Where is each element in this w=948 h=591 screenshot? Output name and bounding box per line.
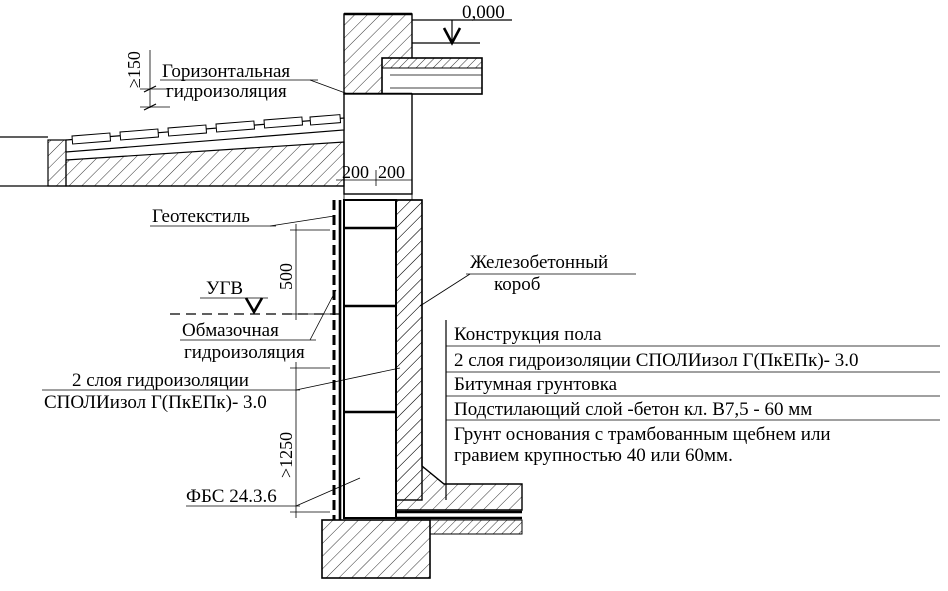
rc-box-label-1: Железобетонный [470,252,608,273]
coating-label-1: Обмазочная [182,320,279,341]
floor-layer-5: Грунт основания с трамбованным щебнем ил… [454,424,831,445]
floor-layer-6: гравием крупностью 40 или 60мм. [454,445,733,466]
dim-1250-label: >1250 [276,432,296,478]
rc-box-label-2: короб [494,274,540,295]
coating-label-2: гидроизоляция [184,342,305,363]
horizontal-waterproofing-label-1: Горизонтальная [162,61,290,82]
rc-box-callout: Железобетонный короб [419,252,636,307]
elevation-label: 0,000 [462,2,505,23]
fbs-callout: ФБС 24.3.6 [186,477,361,507]
horizontal-waterproofing-label-2: гидроизоляция [166,81,287,102]
horizontal-waterproofing-callout: Горизонтальная гидроизоляция [160,61,349,102]
dim-200-200: 200 200 [336,162,413,200]
floor-layer-1: Конструкция пола [454,324,602,345]
fbs-wall [343,199,397,519]
geotextile-label: Геотекстиль [152,206,250,227]
dim-200-b-label: 200 [378,162,405,182]
sponge-callout: 2 слоя гидроизоляции СПОЛИизол Г(ПкЕПк)-… [42,367,401,413]
floor-layers-callout: Конструкция пола 2 слоя гидроизоляции СП… [445,320,940,500]
floor-layer-2: 2 слоя гидроизоляции СПОЛИизол Г(ПкЕПк)-… [454,350,859,371]
geotextile-callout: Геотекстиль [150,206,335,227]
dim-150-label: ≥150 [124,51,144,88]
elevation-mark: 0,000 [412,2,512,46]
dim-500-label: 500 [276,263,296,290]
dim-150: ≥150 [124,50,170,111]
plinth-wall [343,93,413,195]
coating-callout: Обмазочная гидроизоляция [180,289,337,363]
groundwater-level: УГВ [170,278,344,315]
dim-500: 500 [276,224,330,320]
ugv-label: УГВ [206,278,243,299]
dim-1250: >1250 [276,362,330,518]
fbs-label: ФБС 24.3.6 [186,486,277,507]
outer-waterproofing-layers [332,200,342,520]
foundation-pad [321,519,431,579]
floor-layer-3: Битумная грунтовка [454,374,618,395]
basement-floor-layers [396,510,523,535]
upper-wall [343,12,413,95]
dim-200-a-label: 200 [342,162,369,182]
floor-slab [381,57,483,95]
rc-box [395,199,523,511]
blind-area [0,114,345,187]
sponge-label-1: 2 слоя гидроизоляции [72,370,249,391]
sponge-label-2: СПОЛИизол Г(ПкЕПк)- 3.0 [44,392,267,413]
floor-layer-4: Подстилающий слой -бетон кл. В7,5 - 60 м… [454,399,812,420]
